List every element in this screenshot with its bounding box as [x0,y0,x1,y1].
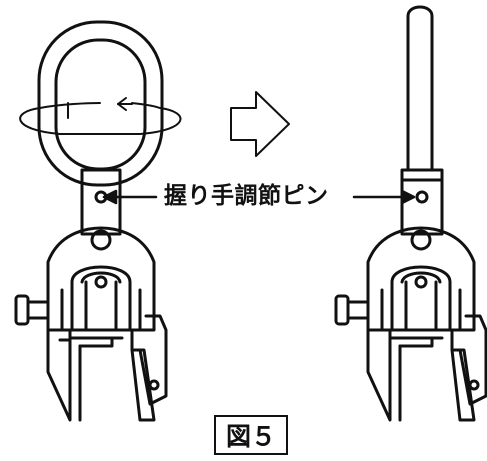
figure-number: 図５ [214,415,288,455]
right-body [334,226,487,422]
right-handle-bar [406,5,434,172]
right-screw-knob [334,294,370,326]
right-arrow-icon [230,91,290,157]
pin-leader-lines [102,189,416,205]
right-neck [400,168,444,236]
right-clamp [334,5,487,422]
left-body [14,226,168,422]
rotation-arrow-icon [19,97,182,135]
left-screw-knob [14,294,50,326]
right-adjust-pin [415,190,429,204]
left-clamp [14,20,182,422]
adjust-pin-label: 握り手調節ピン [160,176,333,210]
